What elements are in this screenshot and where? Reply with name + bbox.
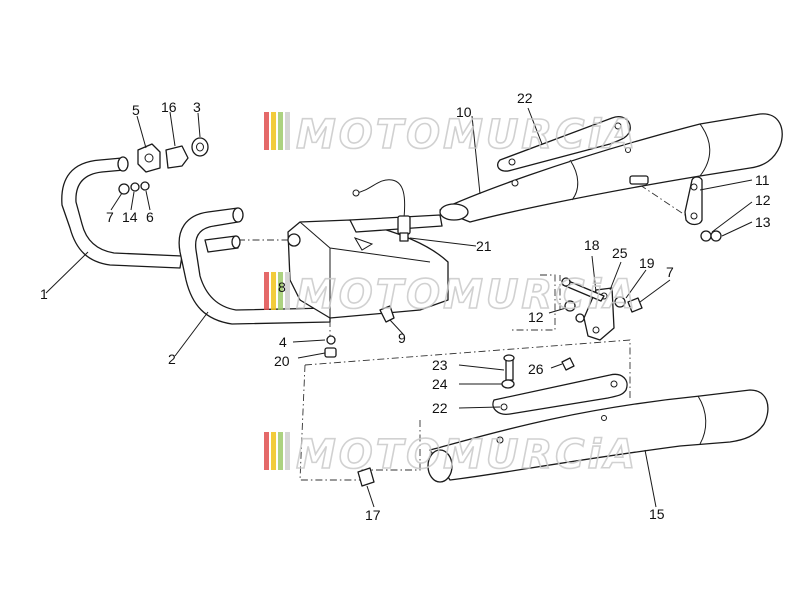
- hardware-parts: [118, 137, 722, 487]
- silencer-10[interactable]: [439, 113, 783, 223]
- watermark-bar-yellow: [271, 272, 276, 310]
- watermark-bar-green: [278, 272, 283, 310]
- silencer-15[interactable]: [427, 389, 769, 483]
- callout-20: 20: [274, 353, 290, 369]
- watermark-middle: MOTOMURCiA: [264, 271, 638, 319]
- callout-9: 9: [398, 330, 406, 346]
- callout-7-right: 7: [666, 264, 674, 280]
- callout-12-middle: 12: [528, 309, 544, 325]
- callout-8: 8: [278, 279, 286, 295]
- watermark-top: MOTOMURCiA: [264, 111, 638, 159]
- header-pipe-2[interactable]: [178, 207, 331, 325]
- callout-19: 19: [639, 255, 655, 271]
- callout-18: 18: [584, 237, 600, 253]
- callout-labels: 1 2 3 4 5 6 7 7 8 9 10 11 12 12 13 14 15…: [40, 90, 771, 523]
- callout-11: 11: [755, 172, 770, 188]
- watermark-bottom: MOTOMURCiA: [264, 431, 638, 479]
- watermark-text: MOTOMURCiA: [296, 272, 638, 318]
- watermark-bar-gray: [285, 112, 290, 150]
- callout-21: 21: [476, 238, 492, 254]
- callout-4: 4: [279, 334, 287, 350]
- leader-lines: [45, 107, 753, 508]
- heat-shield-22-top[interactable]: [497, 116, 631, 172]
- watermark-bar-gray: [285, 272, 290, 310]
- callout-3: 3: [193, 99, 201, 115]
- callout-12-right: 12: [755, 192, 771, 208]
- watermark-bar-red: [264, 112, 269, 150]
- callout-6: 6: [146, 209, 154, 225]
- watermark-text: MOTOMURCiA: [296, 112, 638, 158]
- callout-13: 13: [755, 214, 771, 230]
- callout-17: 17: [365, 507, 381, 523]
- callout-1: 1: [40, 286, 48, 302]
- callout-14: 14: [122, 209, 138, 225]
- collector-box-8[interactable]: [287, 214, 449, 319]
- watermark-bar-gray: [285, 432, 290, 470]
- watermark-bar-yellow: [271, 432, 276, 470]
- callout-7-left: 7: [106, 209, 114, 225]
- callout-22-bottom: 22: [432, 400, 448, 416]
- callout-22-top: 22: [517, 90, 533, 106]
- heat-shield-22-bottom[interactable]: [492, 373, 628, 415]
- callout-25: 25: [612, 245, 628, 261]
- watermark-bar-green: [278, 112, 283, 150]
- watermark-bar-red: [264, 432, 269, 470]
- bracket-11[interactable]: [684, 176, 703, 226]
- callout-26: 26: [528, 361, 544, 377]
- watermark-bar-yellow: [271, 112, 276, 150]
- callout-23: 23: [432, 357, 448, 373]
- watermark-text: MOTOMURCiA: [296, 432, 638, 478]
- header-pipe-1[interactable]: [61, 156, 183, 269]
- callout-24: 24: [432, 376, 448, 392]
- watermark-bar-red: [264, 272, 269, 310]
- callout-10: 10: [456, 104, 472, 120]
- watermark-bar-green: [278, 432, 283, 470]
- callout-16: 16: [161, 99, 177, 115]
- callout-15: 15: [649, 506, 665, 522]
- lambda-sensor-21[interactable]: [352, 179, 411, 242]
- callout-2: 2: [168, 351, 176, 367]
- callout-5: 5: [132, 102, 140, 118]
